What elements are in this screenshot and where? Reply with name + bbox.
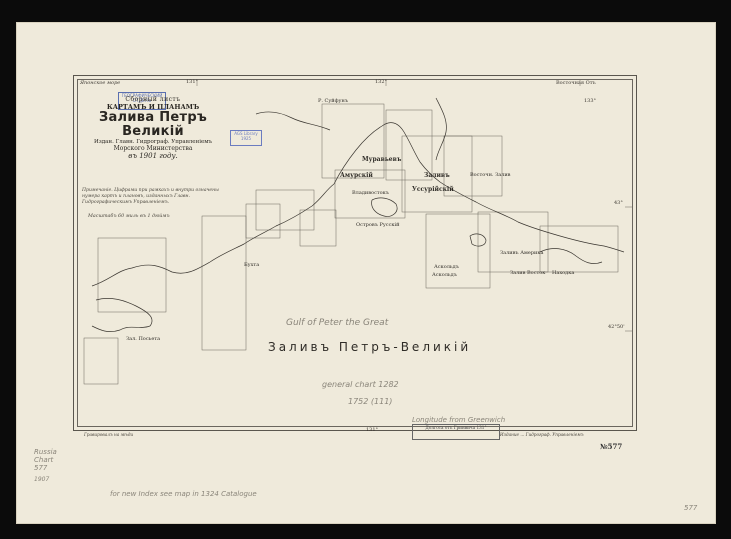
place-label-1: Муравьевъ	[362, 156, 402, 163]
note-text: Примечанiе. Цифрами при рамкахъ и внутри…	[82, 188, 219, 205]
pencil-general-chart: general chart 1282	[322, 380, 399, 389]
top-left-label: Японское море	[80, 80, 121, 86]
pencil-side-year: 1907	[34, 476, 50, 483]
coast-russky	[371, 197, 398, 217]
coast-west	[91, 183, 335, 287]
chart-box-8	[443, 135, 503, 197]
coord-133-top: 133°	[584, 98, 597, 104]
place-label-11: Островъ Русскiй	[356, 222, 400, 228]
place-label-5: Заливъ	[424, 172, 450, 179]
place-label-10: Восточн. Залив	[470, 172, 511, 178]
gulf-label: Заливъ Петръ-Великiй	[268, 340, 472, 354]
place-label-0: Р. Суйфунъ	[318, 98, 349, 104]
coast-east	[439, 181, 625, 253]
chart-box-9	[425, 213, 491, 289]
place-label-12: Аскольдъ	[432, 272, 457, 278]
chart-box-13	[97, 237, 167, 313]
coast-posiet	[91, 298, 153, 332]
place-label-6: Зал. Посьета	[126, 336, 161, 342]
pencil-bottom-note: for new Index see map in 1324 Catalogue	[110, 490, 257, 498]
coast-amur	[333, 122, 441, 185]
coast-north	[435, 97, 447, 161]
scale-text: Масштабъ 60 миль въ 1 дюймъ	[88, 214, 170, 219]
stamp-ags-library: AGS Library 1925	[230, 130, 262, 146]
chart-box-7	[401, 135, 473, 213]
map-frame-inner	[77, 79, 633, 427]
year: въ 1901 году.	[128, 152, 178, 160]
coast-askold	[469, 233, 487, 247]
coord-43-side: 43°	[614, 200, 623, 206]
chart-box-6	[385, 109, 433, 181]
pencil-gulf-note: Gulf of Peter the Great	[286, 318, 389, 328]
place-label-2: Амурскiй	[340, 172, 373, 179]
place-label-8: Заливъ Америка	[500, 250, 544, 256]
pencil-1752: 1752 (111)	[348, 397, 393, 406]
chart-box-1	[201, 215, 247, 351]
coast-america	[539, 248, 603, 264]
header-title-small: КАРТАМЪ И ПЛАНАМЪ	[106, 103, 200, 111]
place-label-9: Находка	[552, 270, 575, 276]
title-block: Сборный листъ КАРТАМЪ И ПЛАНАМЪ Залива П…	[82, 96, 224, 160]
bottom-note-left: Гравировалъ на мѣди	[84, 432, 134, 437]
header-left: Сборный листъ	[125, 96, 181, 103]
coord-42-50-side: 42°50'	[608, 324, 625, 330]
place-label-14: Залив Восток	[510, 270, 546, 276]
pencil-longitude-note: Longitude from Greenwich	[412, 416, 506, 424]
coord-131-top: 131°	[186, 79, 199, 85]
map-sheet	[16, 22, 716, 524]
stamp-geographic: ГЕОГРАФИЧЕСКИЙ ОТДЕЛЪ	[118, 92, 166, 110]
chart-box-14	[245, 203, 281, 239]
pencil-right-number: 577	[684, 504, 698, 512]
ministry: Морского Министерства	[113, 145, 193, 152]
river-suifun	[255, 111, 331, 131]
place-label-3: Владивостокъ	[352, 190, 389, 196]
chart-box-5	[334, 169, 406, 219]
chart-box-3	[299, 209, 337, 247]
chart-box-12	[83, 337, 119, 385]
top-right-label: Восточная Отъ	[556, 80, 596, 86]
chart-box-4	[321, 103, 385, 179]
map-frame	[73, 75, 637, 431]
place-label-13: Бухта	[244, 262, 260, 268]
bottom-note-right: Издание ... Гидрограф. Управленiемъ	[500, 432, 584, 437]
publisher: Издан. Главн. Гидрограф. Управленiемъ	[93, 139, 213, 145]
map-title: Залива Петръ Великiй	[98, 110, 208, 139]
chart-box-10	[477, 211, 549, 273]
coord-132-top: 132°	[375, 79, 388, 85]
edition-number: №577	[600, 442, 623, 451]
chart-box-11	[539, 225, 619, 273]
coord-131-bottom: 131°	[366, 427, 379, 433]
pencil-side-label: Russia Chart 577	[34, 448, 57, 472]
place-label-4: Уссурiйскiй	[412, 186, 454, 193]
place-label-7: Аскольдъ	[434, 264, 459, 270]
longitude-box: Долгота отъ Гринвича 131°	[412, 424, 500, 440]
